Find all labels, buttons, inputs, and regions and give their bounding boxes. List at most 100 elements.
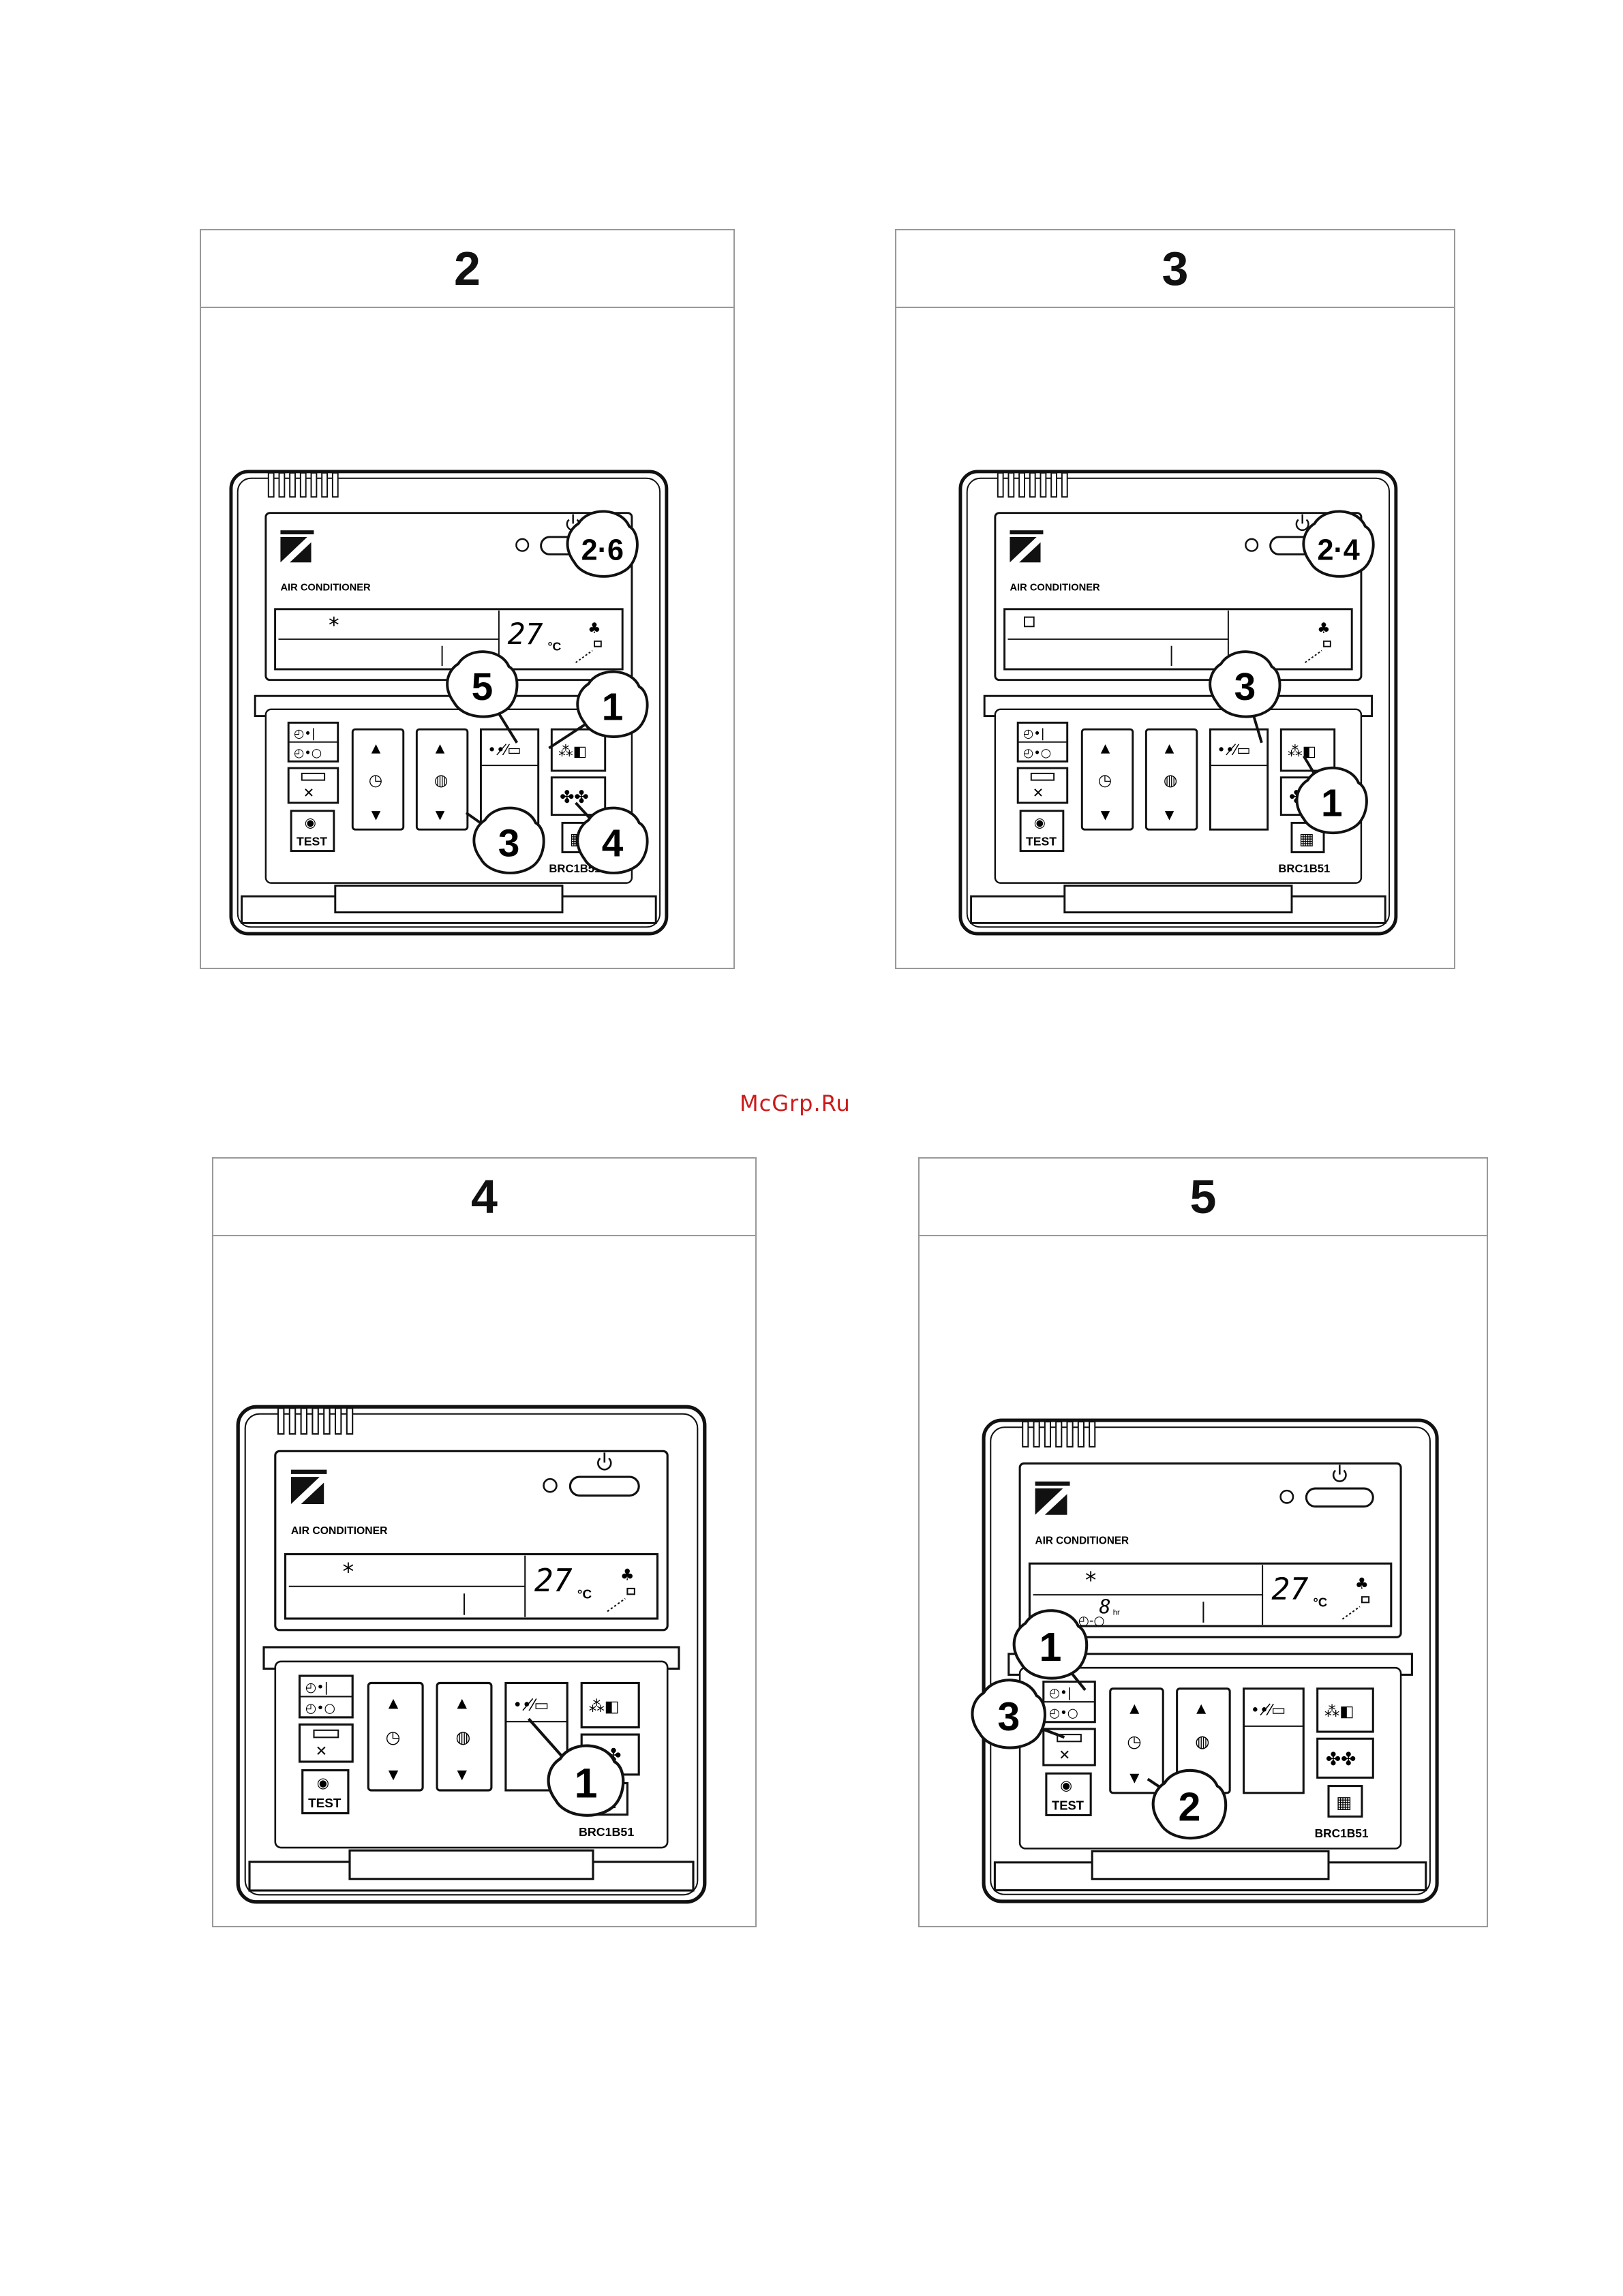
remote-illustration: AIR CONDITIONER*27°C♣◴•|◴•○✕◉TEST▲◷▼▲◍▼•…: [229, 470, 669, 936]
mode-icon: ⁂◧: [558, 743, 587, 760]
up-arrow-icon: ▲: [1101, 742, 1110, 756]
temperature-value: 27: [534, 1562, 573, 1599]
operation-lamp: [543, 1478, 558, 1493]
fan-speed-icon: ♣: [588, 620, 601, 637]
brand-label: AIR CONDITIONER: [291, 1525, 388, 1537]
eye-icon: ◉: [317, 1775, 329, 1791]
timer-cancel-button: ✕: [1016, 767, 1069, 804]
fan-speed-icon: ♣: [1317, 620, 1330, 637]
clock-icon: ◷: [1098, 771, 1112, 790]
up-arrow-icon: ▲: [436, 742, 445, 756]
vent-slot: [1007, 472, 1015, 498]
step-callout: 3: [971, 1679, 1046, 1749]
test-button: ◉ TEST: [301, 1769, 350, 1815]
fan-button: ✤✤: [1316, 1737, 1374, 1779]
swing-button: ••⁄̸▭: [1243, 1687, 1305, 1794]
model-label: BRC1B51: [1315, 1826, 1369, 1840]
step-number: 1: [602, 686, 624, 729]
down-arrow-icon: ▼: [436, 809, 445, 823]
timer-value: 8: [1099, 1595, 1110, 1619]
brand-label: AIR CONDITIONER: [280, 582, 371, 593]
step-number: 4: [602, 822, 624, 865]
step-number: 2·6: [581, 534, 624, 566]
vent-slot: [1066, 1421, 1074, 1448]
test-label: TEST: [1052, 1798, 1084, 1812]
step-number: 3: [1234, 666, 1256, 709]
up-arrow-icon: ▲: [1129, 1701, 1140, 1715]
mode-icon: ⁂◧: [1288, 743, 1316, 760]
up-arrow-icon: ▲: [1196, 1701, 1207, 1715]
up-arrow-icon: ▲: [389, 1696, 399, 1711]
down-arrow-icon: ▼: [457, 1767, 468, 1782]
operation-lamp: [1245, 538, 1259, 552]
watermark: McGrp.Ru: [740, 1090, 851, 1116]
vent-slot: [321, 472, 329, 498]
step-callout: 3: [1209, 650, 1281, 718]
vent-slot: [1033, 1421, 1040, 1448]
temperature-unit: °C: [577, 1588, 592, 1602]
vent-slot: [1055, 1421, 1063, 1448]
vent-slot: [288, 1407, 297, 1435]
vent-slot: [997, 472, 1004, 498]
step-number: 5: [472, 666, 494, 709]
cool-mode-icon: *: [329, 613, 339, 638]
vent-slot: [1029, 472, 1036, 498]
timer-cancel-icon: ✕: [1033, 785, 1044, 801]
step-callout: 4: [576, 806, 649, 874]
step-callout: 5: [446, 650, 519, 718]
power-icon: [1295, 514, 1309, 532]
battery-cover: [1091, 1850, 1330, 1880]
remote-controller: AIR CONDITIONER*27°C♣◴•|◴•○✕◉TEST▲◷▼▲◍▼•…: [229, 470, 669, 936]
timer-on-icon: ◴•|: [1023, 727, 1045, 741]
filter-icon: ▦: [1299, 829, 1314, 848]
panel-number: 5: [920, 1159, 1487, 1236]
timer-mode-button: ◴•|◴•○: [298, 1674, 354, 1719]
panel-number: 2: [201, 230, 733, 308]
step-number: 2: [1179, 1784, 1201, 1830]
timer-on-icon: ◴•|: [294, 727, 316, 741]
swing-icon: ••⁄̸▭: [487, 741, 521, 759]
step-callout: 2·6: [566, 510, 639, 578]
timer-cancel-icon: ✕: [1059, 1747, 1070, 1763]
vent-slot: [1089, 1421, 1096, 1448]
filter-icon: ▦: [1336, 1792, 1352, 1812]
vent-slot: [300, 1407, 308, 1435]
panel-number: 4: [213, 1159, 755, 1236]
test-button: ◉TEST: [1045, 1772, 1092, 1816]
test-label: TEST: [308, 1796, 342, 1811]
step-callout: 2: [1151, 1769, 1228, 1840]
test-button: ◉TEST: [1019, 810, 1065, 853]
clock-icon: ◷: [386, 1728, 401, 1747]
battery-cover: [1063, 885, 1293, 914]
dry-mode-icon: [1024, 616, 1035, 628]
up-arrow-icon: ▲: [1165, 742, 1174, 756]
down-arrow-icon: ▼: [1165, 809, 1174, 823]
vent-slot: [289, 472, 296, 498]
mode-button: ⁂◧: [1316, 1687, 1374, 1733]
swing-button: ••⁄̸▭: [1209, 728, 1269, 831]
clock-icon: ◷: [369, 771, 383, 790]
thermo-icon: ◍: [434, 771, 449, 790]
swing-indicator: [1323, 640, 1331, 647]
vent-slot: [312, 1407, 319, 1435]
swing-indicator: [594, 640, 602, 647]
battery-cover: [348, 1849, 594, 1880]
down-arrow-icon: ▼: [389, 1767, 399, 1782]
panel-step-4: 4 AIR CONDITIONER*27°C♣◴•|◴•○✕◉TEST▲◷▼▲◍…: [212, 1157, 757, 1927]
brand-label: AIR CONDITIONER: [1035, 1535, 1129, 1547]
step-number: 1: [575, 1760, 598, 1807]
temperature-adjust-button: ▲◍▼: [436, 1681, 493, 1792]
panel-step-3: 3 AIR CONDITIONER♣◴•|◴•○✕◉TEST▲◷▼▲◍▼••⁄̸…: [895, 229, 1455, 969]
swing-icon: ••⁄̸▭: [1251, 1702, 1286, 1719]
brand-label: AIR CONDITIONER: [1010, 582, 1100, 593]
temperature-unit: °C: [1314, 1595, 1328, 1609]
fan-icon: ✤✤: [1326, 1749, 1356, 1770]
remote-group: AIR CONDITIONER*27°C♣◴•|◴•○✕◉TEST▲◷▼▲◍▼•…: [229, 470, 669, 936]
step-number: 2·4: [1317, 534, 1359, 566]
vent-slot: [1040, 472, 1047, 498]
temperature-adjust-button: ▲ ◍ ▼: [415, 728, 469, 831]
vent-slot: [299, 472, 307, 498]
test-label: TEST: [297, 835, 327, 848]
swing-indicator: [1361, 1596, 1370, 1604]
